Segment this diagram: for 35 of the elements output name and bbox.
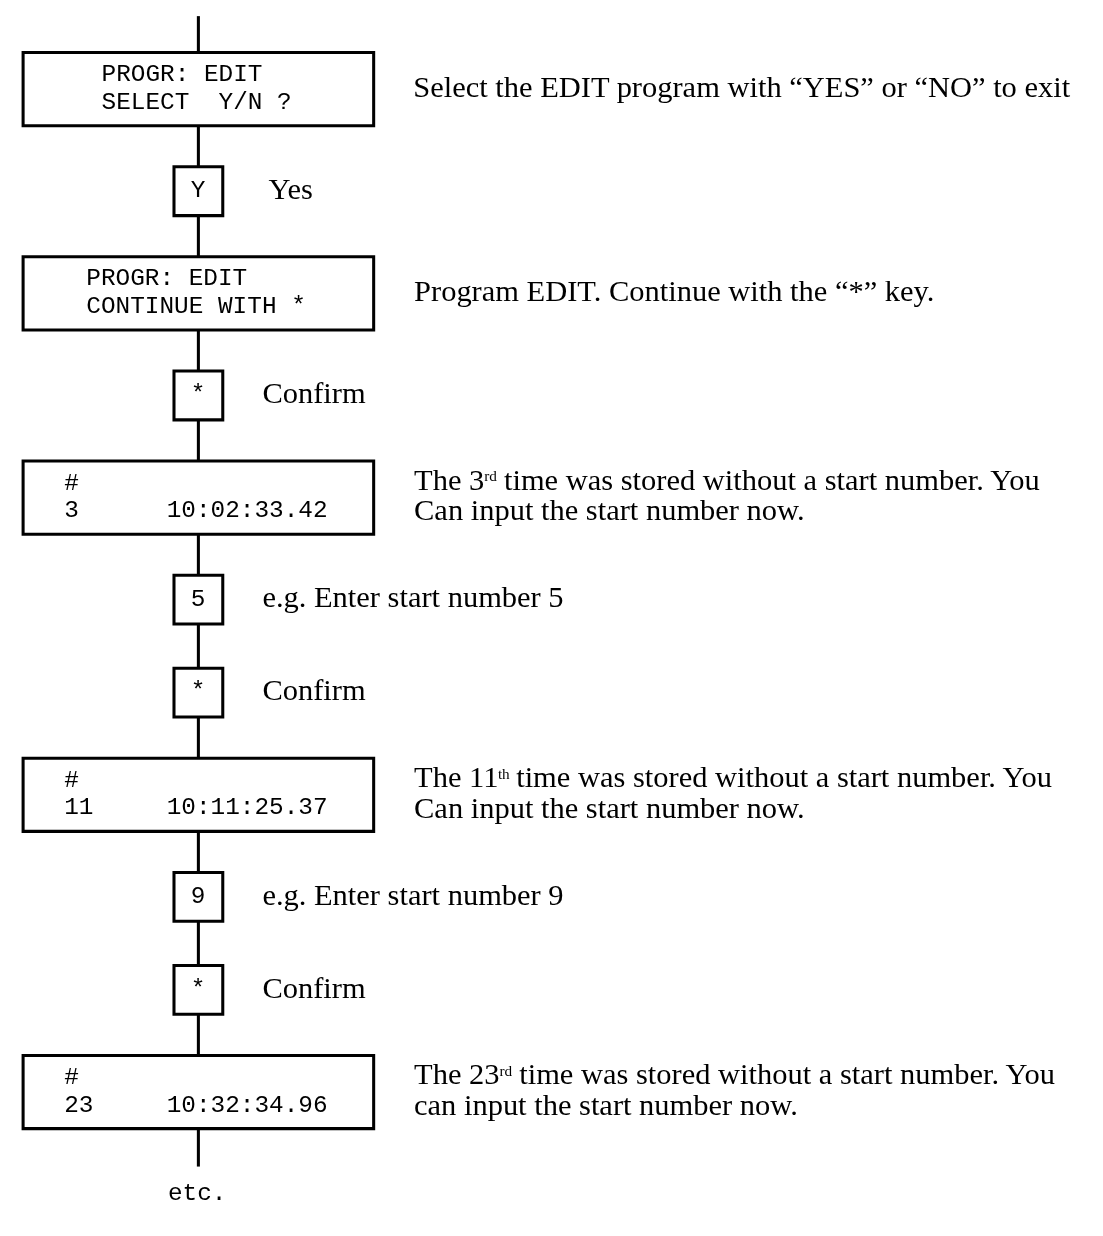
- connector: [196, 419, 200, 461]
- node-box: Y: [171, 165, 224, 218]
- connector: [196, 16, 200, 53]
- node-box: # 23 10:32:34.96: [21, 1053, 375, 1131]
- node-box: # 11 10:11:25.37: [21, 756, 375, 833]
- node-box: 9: [171, 871, 224, 923]
- node-label: The 11$^{th}$ time was stored without a start number. You Can input the start number now.: [413, 760, 1052, 825]
- node-box: PROGR: EDIT SELECT Y/N ?: [21, 51, 375, 128]
- node-text: etc.: [167, 1179, 226, 1207]
- node-label: e.g. Enter start number 5: [261, 580, 564, 615]
- connector: [196, 534, 200, 576]
- node-label: The 23$^{rd}$ time was stored without a start number. You can input the start number now.: [413, 1057, 1055, 1122]
- connector: [196, 125, 200, 167]
- node-label: Confirm: [261, 673, 366, 708]
- node-box: *: [171, 369, 224, 422]
- node-label: Select the EDIT program with “YES” or “NO” to exit: [412, 69, 1070, 104]
- node-box: *: [171, 666, 224, 719]
- node-label: Confirm: [261, 376, 366, 411]
- connector: [196, 921, 200, 965]
- connector: [196, 624, 200, 668]
- node-box: # 3 10:02:33.42: [21, 459, 375, 536]
- connector: [196, 831, 200, 873]
- connector: [196, 1128, 200, 1167]
- node-label: Confirm: [261, 970, 366, 1005]
- node-label: Yes: [268, 171, 313, 206]
- node-box: PROGR: EDIT CONTINUE WITH *: [21, 255, 375, 332]
- node-box: 5: [171, 573, 224, 626]
- connector: [196, 330, 200, 371]
- node-box: *: [171, 964, 224, 1016]
- connector: [196, 717, 200, 758]
- connector: [196, 1014, 200, 1056]
- node-label: The 3$^{rd}$ time was stored without a start number. You Can input the start number now.: [413, 462, 1040, 528]
- connector: [196, 215, 200, 257]
- node-label: e.g. Enter start number 9: [261, 877, 564, 912]
- node-label: Program EDIT. Continue with the “*” key.: [413, 273, 934, 308]
